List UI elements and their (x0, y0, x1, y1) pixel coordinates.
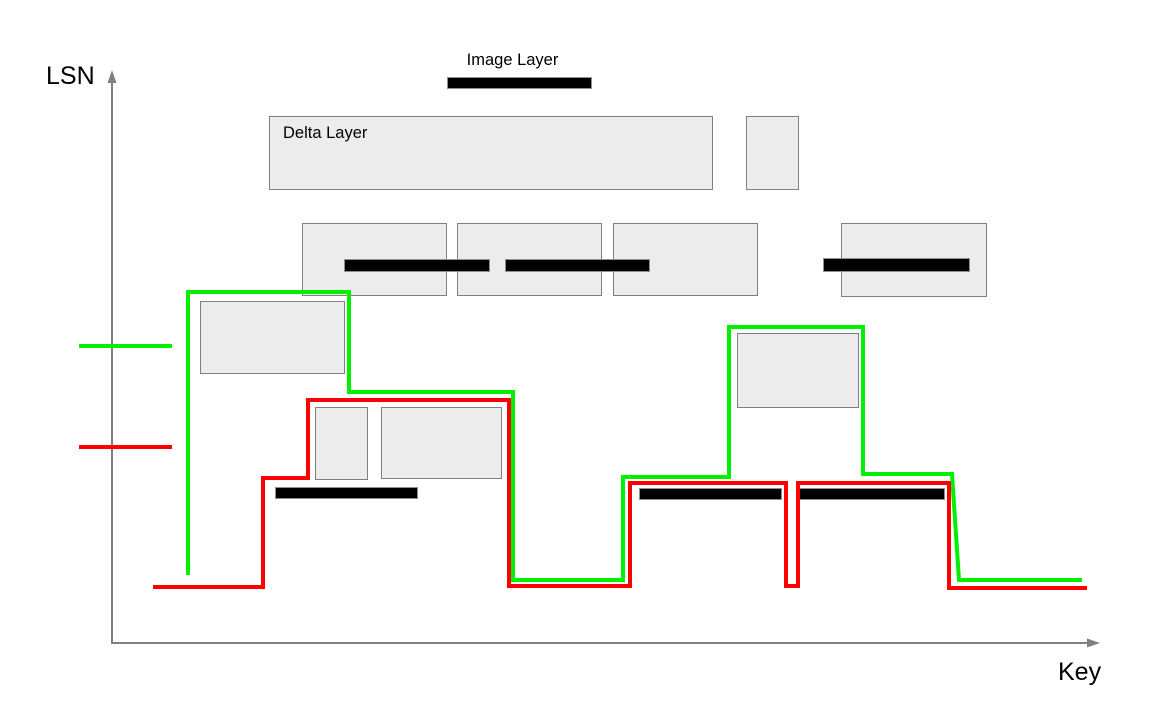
image-layer-row4-bar-1 (275, 487, 418, 499)
image-layer-row2-bar-3 (823, 258, 970, 272)
image-layer-row2-bar-2 (505, 259, 650, 272)
green-step-line (186, 290, 1082, 582)
delta-layer-main-rect (269, 116, 713, 190)
red-step-line (153, 398, 1087, 590)
image-layer-row2-bar-1 (344, 259, 490, 272)
image-layer-label: Image Layer (466, 51, 559, 69)
x-axis-arrowhead (1087, 638, 1100, 648)
y-axis-arrowhead (107, 70, 117, 83)
delta-layer-mid-large-rect (381, 407, 502, 479)
x-axis-label: Key (1058, 658, 1102, 686)
delta-layer-left-mid-rect (200, 301, 345, 374)
delta-layer-label: Delta Layer (283, 124, 368, 142)
delta-layer-mid-small-rect (315, 407, 368, 480)
delta-layer-top-small-rect (746, 116, 799, 190)
y-axis-label: LSN (46, 62, 95, 90)
delta-layer-bump-rect (737, 333, 859, 408)
image-layer-legend-bar (447, 77, 592, 89)
image-layer-row4-bar-2 (639, 488, 782, 500)
